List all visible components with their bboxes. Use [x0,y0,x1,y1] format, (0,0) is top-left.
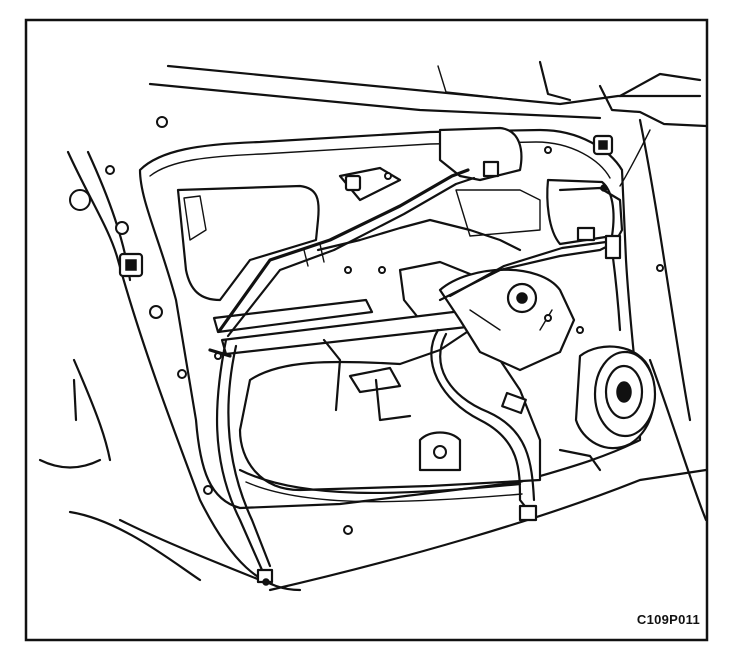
figure-code-label: C109P011 [636,612,700,627]
window-regulator-rail [208,126,523,472]
figure-frame [24,18,709,642]
speaker [574,345,657,450]
lower-trim-edge [238,448,602,503]
door-inner-panel [69,116,664,535]
regulator-sector-gear [438,268,576,372]
wiring-harness [215,129,651,586]
